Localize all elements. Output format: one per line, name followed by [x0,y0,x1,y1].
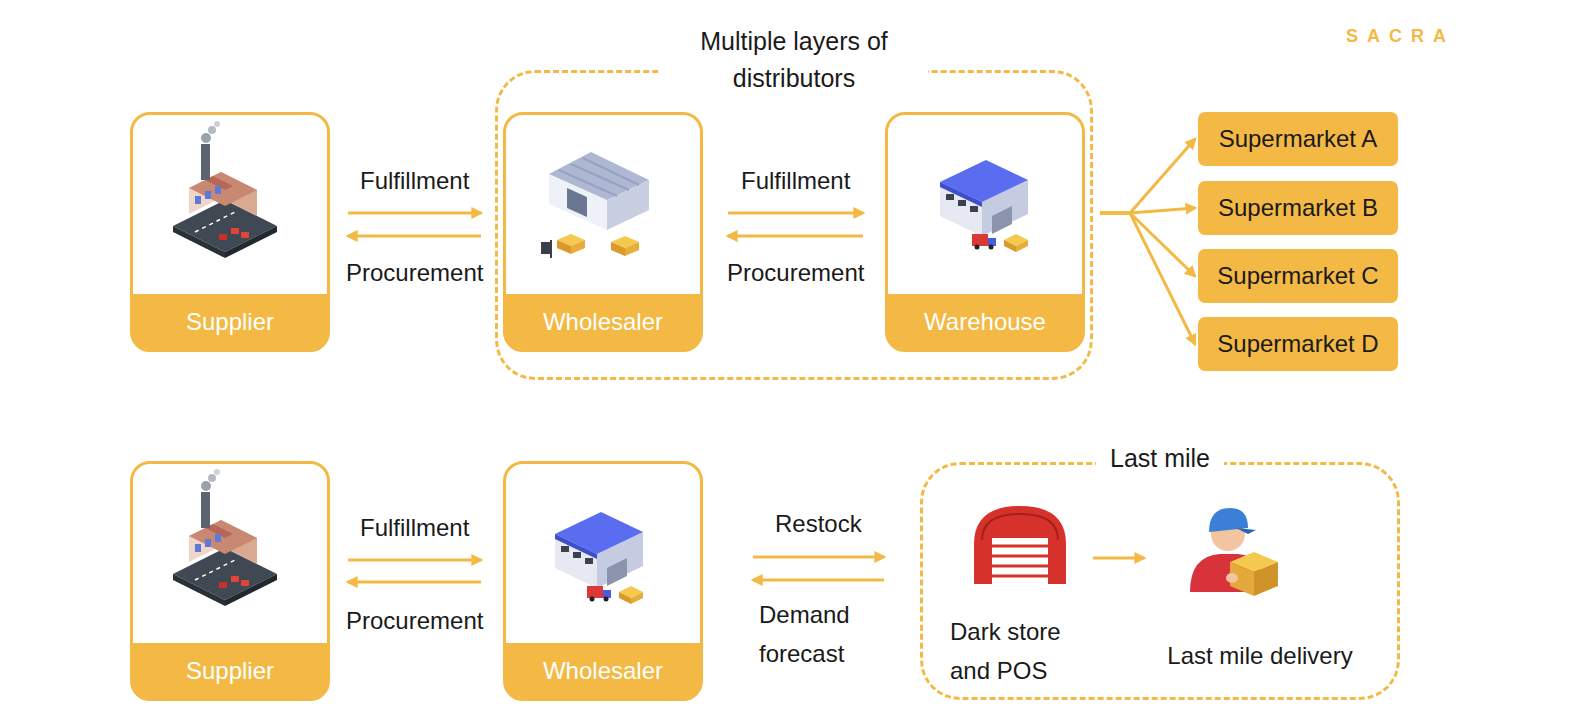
warehouse-box: Warehouse [885,112,1085,352]
group-heading: Last mile [1096,440,1224,477]
flow-arrow [1100,213,1195,344]
watermark: SACRA [1346,26,1455,47]
box-label: Supplier [133,294,327,349]
box-label: Supermarket C [1217,262,1378,290]
last-mile-group: Last mileDark store and POSLast mile del… [920,462,1400,700]
edge-label: Procurement [725,253,866,292]
flow-arrow [1093,557,1144,560]
distributor-group: Multiple layers of distributorsWholesale… [495,70,1093,380]
edge-label: Restock [773,504,864,543]
wholesaler-box: Wholesaler [503,461,703,701]
factory-icon [173,121,277,258]
node-caption: Last mile delivery [1150,636,1370,675]
flow-arrow [1100,139,1195,213]
flow-arrow [753,579,884,582]
warehouse-icon [940,160,1028,252]
edge-label: Procurement [344,601,485,640]
flow-arrow [348,581,481,584]
flow-arrow [1100,213,1195,276]
dark-store-node: Dark store and POS [950,505,1090,690]
box-label: Wholesaler [506,294,700,349]
edge-label: Procurement [344,253,485,292]
edge-label: Fulfillment [739,161,852,200]
edge-label: Fulfillment [358,161,471,200]
dark-store-icon [974,506,1066,584]
supermarket-box: Supermarket B [1198,181,1398,235]
box-label: Supplier [133,643,327,698]
factory-icon [173,469,277,606]
flow-arrow [348,559,481,562]
flow-arrow [728,212,863,215]
box-label: Supermarket A [1219,125,1378,153]
box-label: Warehouse [888,294,1082,349]
warehouse-icon [541,152,649,258]
flow-arrow [728,235,863,238]
warehouse-icon [555,512,643,604]
flow-arrow [348,235,481,238]
edge-label: Fulfillment [358,508,471,547]
wholesaler-box: Wholesaler [503,112,703,352]
courier-icon [1190,508,1278,596]
supermarket-box: Supermarket C [1198,249,1398,303]
box-label: Wholesaler [506,643,700,698]
flow-arrow [753,556,884,559]
node-caption: Dark store and POS [950,612,1090,690]
supermarket-box: Supermarket A [1198,112,1398,166]
supermarket-box: Supermarket D [1198,317,1398,371]
delivery-node: Last mile delivery [1150,505,1370,675]
edge-label: Demand forecast [757,595,881,673]
box-label: Supermarket D [1217,330,1378,358]
supplier-box: Supplier [130,461,330,701]
flow-arrow [348,212,481,215]
box-label: Supermarket B [1218,194,1378,222]
supplier-box: Supplier [130,112,330,352]
group-heading: Multiple layers of distributors [660,23,928,97]
